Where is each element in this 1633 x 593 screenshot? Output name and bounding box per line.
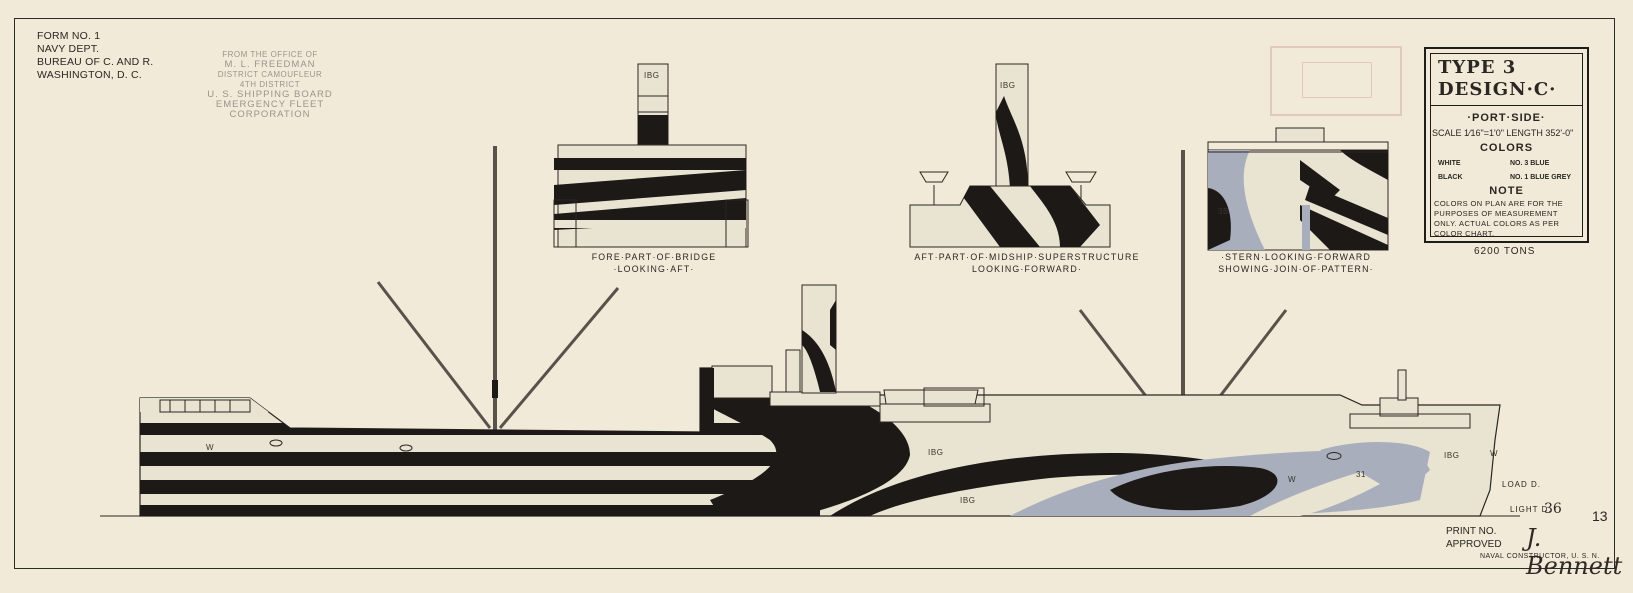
type-title: TYPE 3: [1438, 57, 1517, 78]
svg-text:IBG: IBG: [960, 496, 976, 505]
load-draught: LOAD D.: [1502, 480, 1542, 489]
caption-midship: AFT·PART·OF·MIDSHIP·SUPERSTRUCTURE LOOKI…: [914, 252, 1140, 274]
svg-text:IBG: IBG: [1444, 451, 1460, 460]
signature: J. Bennett: [1526, 524, 1623, 580]
approval-block: PRINT NO. APPROVED: [1446, 525, 1502, 551]
caption-bridge: FORE·PART·OF·BRIDGE ·LOOKING·AFT·: [591, 252, 717, 274]
svg-text:W: W: [1490, 449, 1498, 458]
ibg-label: IBG: [644, 71, 660, 80]
sheet-border: [14, 18, 1615, 569]
svg-text:W: W: [1288, 475, 1296, 484]
midship-superstructure: [700, 284, 991, 432]
colors-heading: COLORS: [1479, 142, 1534, 154]
form-header: FORM NO. 1 NAVY DEPT. BUREAU OF C. AND R…: [37, 30, 153, 82]
svg-text:31: 31: [1356, 470, 1366, 479]
svg-text:3B: 3B: [1218, 207, 1229, 216]
form-number: FORM NO. 1: [37, 30, 101, 42]
svg-text:W: W: [206, 443, 214, 452]
sheet-mark: 13: [1592, 508, 1608, 524]
white-value: NO. 3 BLUE: [1510, 160, 1550, 167]
note-text: COLORS ON PLAN ARE FOR THE PURPOSES OF M…: [1434, 199, 1564, 238]
light-number: 36: [1544, 501, 1562, 517]
note-heading: NOTE: [1489, 185, 1524, 197]
office-stamp: FROM THE OFFICE OF M. L. FREEDMAN DISTRI…: [207, 50, 333, 120]
port-side-label: ·PORT·SIDE·: [1467, 112, 1546, 124]
scale-length: SCALE 1⁄16"=1'0" LENGTH 352'-0": [1432, 128, 1574, 138]
black-value: NO. 1 BLUE GREY: [1510, 174, 1572, 181]
design-title: DESIGN·C·: [1438, 79, 1557, 100]
bureau: BUREAU OF C. AND R.: [37, 56, 154, 68]
location: WASHINGTON, D. C.: [37, 69, 142, 81]
stern-superstructure: [1349, 369, 1471, 429]
received-stamp: [1270, 46, 1402, 116]
inset-midship: IBG: [909, 63, 1111, 248]
light-draught: LIGHT D.: [1510, 505, 1552, 514]
svg-text:IBG: IBG: [1000, 81, 1016, 90]
print-no: PRINT NO.: [1446, 526, 1497, 537]
naval-constructor: NAVAL CONSTRUCTOR, U. S. N.: [1480, 553, 1600, 560]
inset-bridge: IBG: [553, 63, 749, 248]
white-label: WHITE: [1438, 160, 1461, 167]
inset-stern: 3B: [1207, 127, 1389, 251]
title-block: TYPE 3 DESIGN·C· ·PORT·SIDE· SCALE 1⁄16"…: [1424, 47, 1589, 243]
caption-stern: ·STERN·LOOKING·FORWARD SHOWING·JOIN·OF·P…: [1218, 252, 1374, 274]
tonnage: 6200 TONS: [1474, 246, 1536, 257]
svg-text:IBG: IBG: [928, 448, 944, 457]
navy-dept: NAVY DEPT.: [37, 43, 100, 55]
approved-label: APPROVED: [1446, 539, 1502, 550]
black-label: BLACK: [1438, 174, 1463, 181]
